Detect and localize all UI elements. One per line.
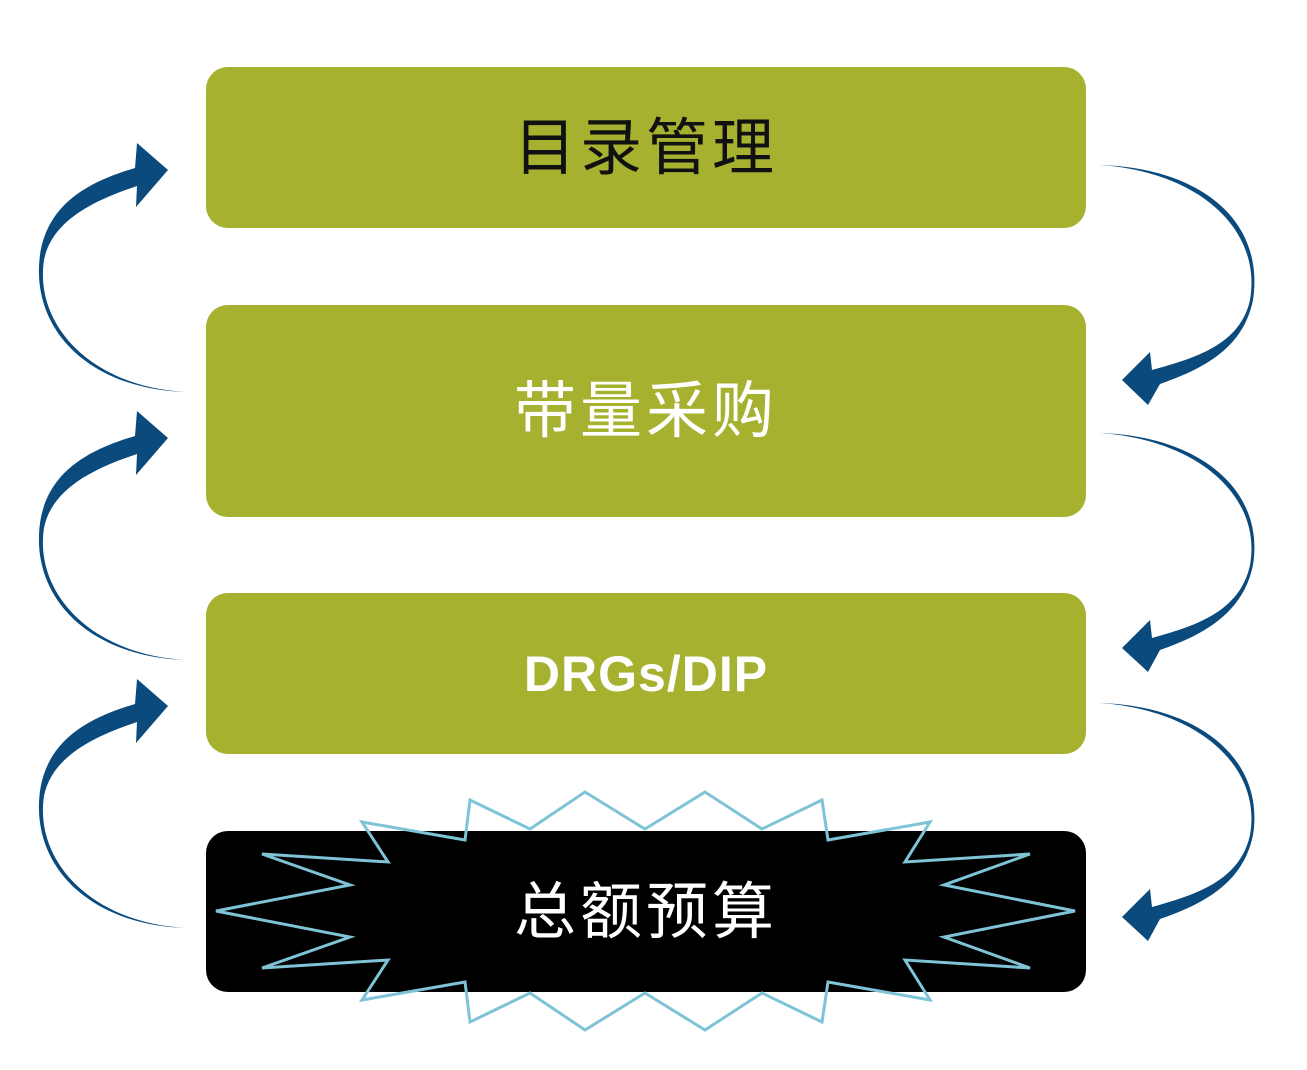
step-box-total-budget: 总额预算 [206, 831, 1086, 992]
step-label: 带量采购 [513, 374, 778, 447]
step-box-drgs-dip: DRGs/DIP [206, 593, 1086, 754]
step-label: DRGs/DIP [523, 645, 769, 702]
arrow-right-2-icon [1100, 433, 1255, 672]
arrow-right-3-icon [1100, 703, 1255, 941]
arrow-left-3-icon [38, 679, 188, 928]
step-box-volume-procurement: 带量采购 [206, 305, 1086, 517]
arrow-left-2-icon [38, 411, 188, 660]
step-label: 总额预算 [513, 874, 778, 948]
arrow-left-1-icon [38, 143, 188, 392]
step-label: 目录管理 [513, 110, 778, 184]
arrow-right-1-icon [1100, 165, 1255, 405]
step-box-catalog-management: 目录管理 [206, 67, 1086, 228]
